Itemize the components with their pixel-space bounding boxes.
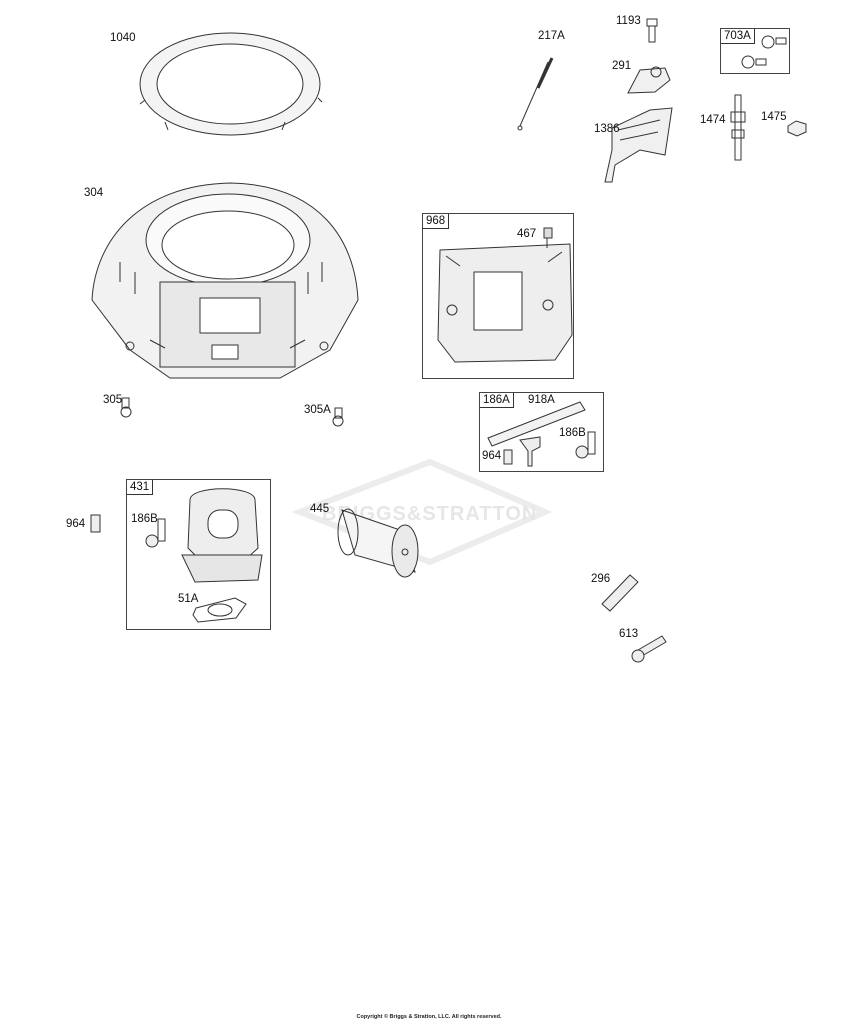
- kit-703A-box: 703A: [720, 28, 790, 74]
- kit-968-label: 968: [423, 214, 450, 229]
- watermark-text: BRIGGS&STRATTON: [322, 503, 537, 525]
- part-1474-shaft: [730, 94, 746, 161]
- part-186B-fitting: [145, 518, 166, 548]
- part-613-bolt: [631, 635, 667, 663]
- label-1474: 1474: [700, 114, 726, 126]
- copyright-footer: Copyright © Briggs & Stratton, LLC. All …: [356, 1014, 502, 1020]
- part-51A-gasket: [192, 597, 247, 623]
- part-296-pin: [601, 574, 639, 612]
- label-1193: 1193: [616, 15, 641, 27]
- part-968-cover: [437, 243, 573, 363]
- kit-968-box: 968: [422, 213, 574, 379]
- part-445-filter: [337, 508, 419, 578]
- part-964-sleeve-kit: [503, 449, 513, 465]
- label-186B-kit186A: 186B: [559, 427, 586, 439]
- label-296: 296: [591, 573, 611, 585]
- label-1040: 1040: [110, 32, 136, 44]
- label-1386: 1386: [594, 123, 620, 135]
- label-304: 304: [84, 187, 104, 199]
- part-703A-clips: [741, 35, 787, 69]
- part-1386-plate: [604, 107, 673, 183]
- label-305: 305: [103, 394, 123, 406]
- kit-431-label: 431: [127, 480, 154, 495]
- part-1193-screw: [646, 18, 658, 43]
- part-431-air-cleaner-base: [181, 488, 263, 583]
- part-918A-tube: [487, 401, 586, 447]
- label-467: 467: [517, 228, 537, 240]
- part-304-blower-housing: [91, 182, 359, 379]
- part-1040-ring: [139, 32, 323, 136]
- part-186A-fitting: [519, 436, 541, 467]
- part-186B-fitting-kit: [575, 431, 596, 459]
- part-1475-nut: [787, 120, 807, 137]
- label-964-left: 964: [66, 518, 86, 530]
- part-964-sleeve: [90, 514, 101, 533]
- part-467-knob: [543, 227, 553, 248]
- label-964-kit186A: 964: [482, 450, 502, 462]
- label-217A: 217A: [538, 30, 565, 42]
- kit-431-box: 431: [126, 479, 271, 630]
- label-918A: 918A: [528, 394, 555, 406]
- label-445: 445: [310, 503, 330, 515]
- part-305A-bolt: [332, 407, 344, 427]
- label-613: 613: [619, 628, 639, 640]
- label-1475: 1475: [761, 111, 787, 123]
- label-305A: 305A: [304, 404, 331, 416]
- part-291-bracket: [627, 66, 671, 94]
- part-217A-spring: [517, 57, 554, 131]
- label-291: 291: [612, 60, 632, 72]
- kit-703A-label: 703A: [721, 29, 755, 44]
- part-305-bolt: [120, 397, 132, 418]
- kit-186A-label: 186A: [480, 393, 514, 408]
- label-186B-kit431: 186B: [131, 513, 158, 525]
- label-51A: 51A: [178, 593, 199, 605]
- kit-186A-box: 186A: [479, 392, 604, 472]
